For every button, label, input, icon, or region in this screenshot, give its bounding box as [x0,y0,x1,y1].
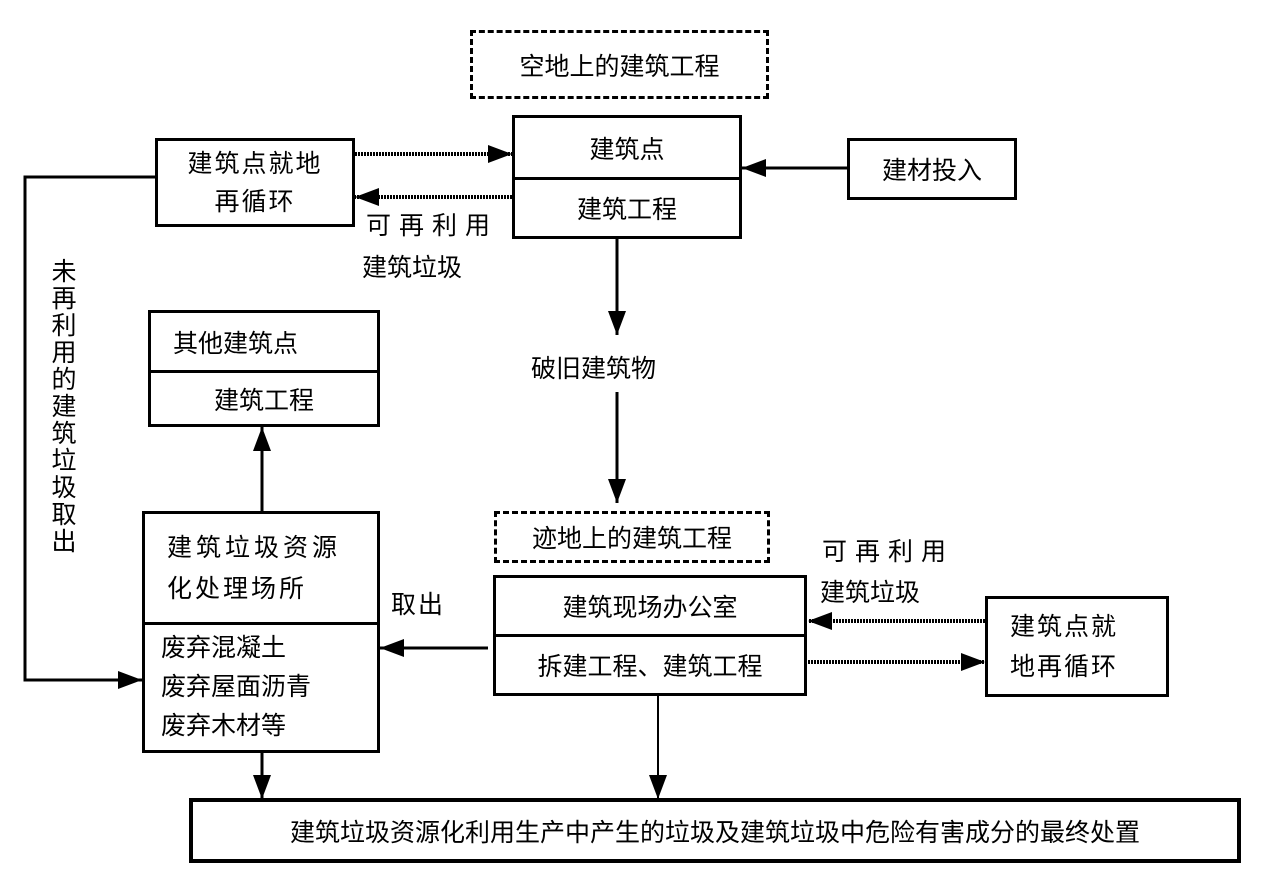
waste-item: 废弃屋面沥青 [161,672,312,702]
processing-title-line2: 化处理场所 [167,574,308,603]
site-office-box: 建筑现场办公室 拆建工程、建筑工程 [493,575,807,696]
reusable-waste-label-right-line2: 建筑垃圾 [820,578,921,607]
divider [145,622,377,625]
processing-facility-title: 建筑垃圾资源 化处理场所 [145,514,377,622]
onsite-recycle-left-line1: 建筑点就地 [187,149,323,178]
demolition-construction-label: 拆建工程、建筑工程 [537,652,763,681]
final-disposal-text: 建筑垃圾资源化利用生产中产生的垃圾及建筑垃圾中危险有害成分的最终处置 [289,817,1140,847]
waste-items-list: 废弃混凝土 废弃屋面沥青 废弃木材等 [145,625,377,750]
other-site-title: 其他建筑点 [173,328,299,358]
takeout-label: 取出 [391,590,446,619]
other-construction-site-box: 其他建筑点 建筑工程 [148,310,380,427]
vacant-land-construction-text: 空地上的建筑工程 [519,51,720,81]
materials-input-text: 建材投入 [881,156,982,185]
divider [496,634,804,637]
waste-item: 废弃木材等 [161,710,287,740]
vacant-land-construction-label: 空地上的建筑工程 [470,30,769,99]
construction-site-title: 建筑点 [589,134,665,164]
reusable-waste-label-right-line1: 可再利用 [822,537,955,566]
old-building-label: 破旧建筑物 [531,354,657,383]
divider [515,177,739,180]
onsite-recycle-left-line2: 再循环 [214,186,296,216]
ruins-construction-label: 迹地上的建筑工程 [494,511,770,563]
processing-title-line1: 建筑垃圾资源 [167,532,342,562]
reusable-waste-label-top-line1: 可再利用 [366,211,499,240]
site-office-title: 建筑现场办公室 [562,593,738,622]
ruins-construction-text: 迹地上的建筑工程 [531,524,732,553]
onsite-recycle-box-right: 建筑点就 地再循环 [985,596,1169,697]
onsite-recycle-right-line2: 地再循环 [1010,651,1119,681]
onsite-recycle-box-left: 建筑点就地 再循环 [155,138,355,227]
construction-works-label: 建筑工程 [576,195,677,224]
waste-processing-facility-box: 建筑垃圾资源 化处理场所 废弃混凝土 废弃屋面沥青 废弃木材等 [142,511,380,753]
materials-input-box: 建材投入 [847,138,1017,200]
final-disposal-box: 建筑垃圾资源化利用生产中产生的垃圾及建筑垃圾中危险有害成分的最终处置 [189,798,1241,863]
arrow-unused-waste-loop [23,175,157,689]
onsite-recycle-right-line1: 建筑点就 [1010,611,1119,641]
other-site-works-label: 建筑工程 [213,385,314,415]
unused-waste-removed-label: 未再利用的建筑垃圾取出 [48,258,77,555]
construction-site-box: 建筑点 建筑工程 [512,115,742,239]
waste-item: 废弃混凝土 [161,633,287,663]
reusable-waste-label-top-line2: 建筑垃圾 [362,253,463,282]
divider [151,370,377,373]
